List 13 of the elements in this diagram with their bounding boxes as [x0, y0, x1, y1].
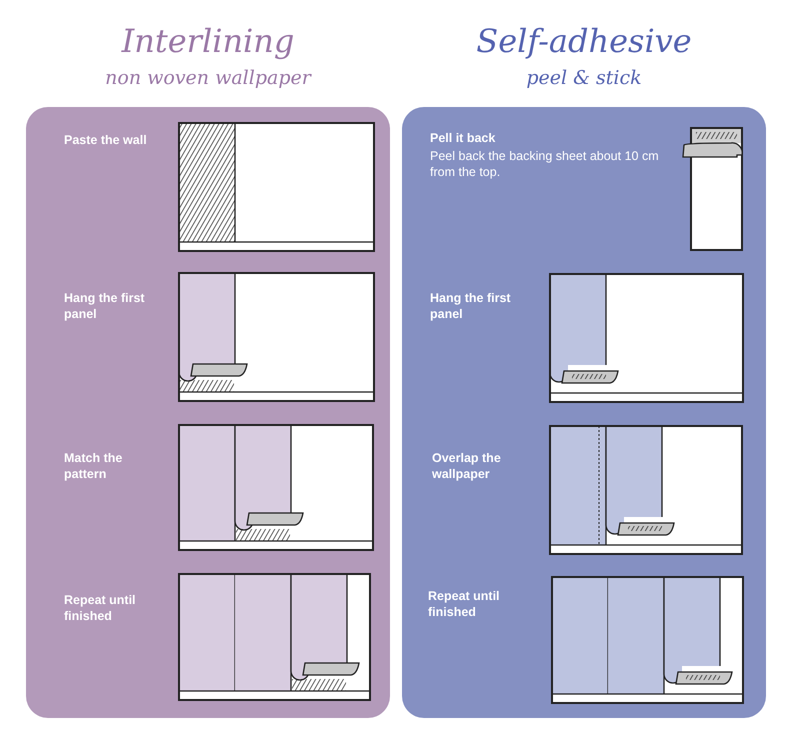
step-title: Paste the wall [64, 132, 148, 148]
step-title: Overlap the wallpaper [432, 450, 502, 482]
step-title: Hang the first panel [64, 290, 146, 322]
step-title: Repeat until finished [64, 592, 137, 624]
step-title: Repeat until finished [428, 588, 501, 620]
step-title: Match the pattern [64, 450, 124, 482]
panel-heading: Interlining [122, 24, 294, 60]
step-title: Pell it back [430, 130, 496, 146]
panel-subheading: non woven wallpaper [105, 68, 311, 89]
step-title: Hang the first panel [430, 290, 512, 322]
panel-heading: Self-adhesive [476, 24, 692, 60]
panel-subheading: peel & stick [526, 68, 642, 89]
step-description: Peel back the backing sheet about 10 cm from the top. [430, 148, 660, 180]
